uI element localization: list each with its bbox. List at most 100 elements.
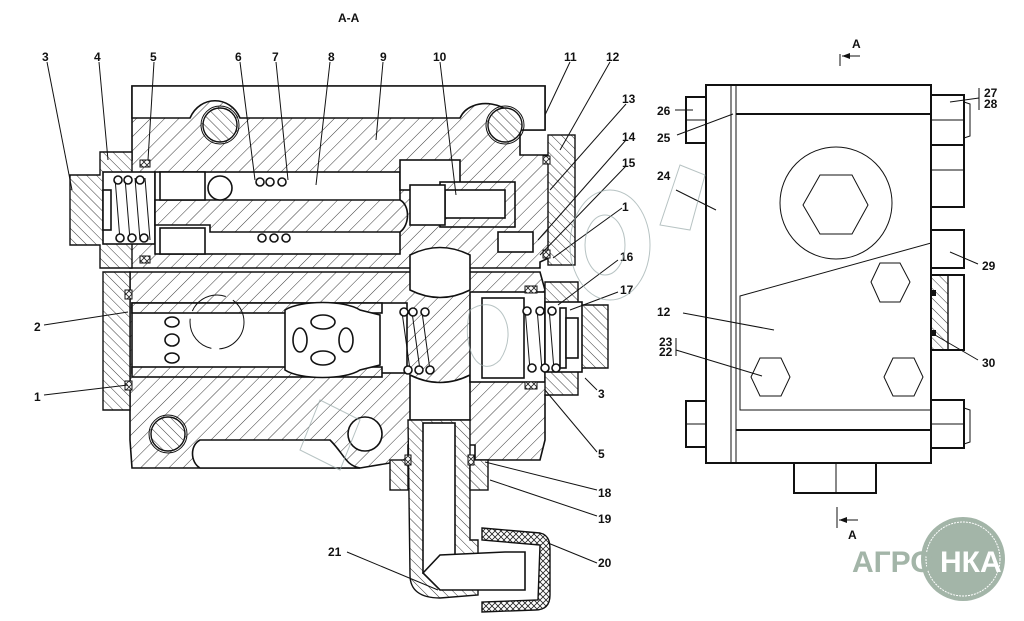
body-bottom-recess — [191, 439, 361, 469]
section-marker-bottom: А — [836, 507, 858, 542]
callout-2: 2 — [34, 320, 41, 334]
spool — [284, 301, 381, 379]
leader-lines — [43, 61, 980, 591]
callout-9: 9 — [380, 50, 387, 64]
callout-29: 29 — [982, 259, 996, 273]
plunger-rod — [154, 199, 409, 233]
cross-passage-lower — [409, 373, 471, 421]
callout-12: 12 — [606, 50, 620, 64]
seal-ring — [524, 285, 538, 294]
callout-13: 13 — [622, 92, 636, 106]
svg-text:А: А — [852, 37, 861, 51]
callout-20: 20 — [598, 556, 612, 570]
ball-upper — [207, 175, 233, 201]
seal-ring — [467, 454, 475, 466]
seal-ring — [404, 454, 412, 466]
callout-11: 11 — [564, 50, 577, 64]
seal-ring — [124, 289, 133, 300]
callout-5-right: 5 — [598, 447, 605, 461]
callout-17: 17 — [620, 283, 634, 297]
callout-14: 14 — [622, 130, 636, 144]
callout-4: 4 — [94, 50, 101, 64]
spring-lower-middle — [399, 307, 435, 375]
section-view — [69, 85, 609, 613]
plug-hex — [802, 174, 869, 235]
callout-24: 24 — [657, 169, 671, 183]
elbow-bore-horizontal — [421, 551, 526, 591]
logo-text-right: НКА — [940, 546, 1002, 579]
callout-7: 7 — [272, 50, 279, 64]
callout-5: 5 — [150, 50, 157, 64]
side-block-29 — [930, 229, 965, 269]
sleeve-ports — [164, 294, 245, 364]
plug-circle — [779, 146, 893, 260]
spool-ports — [292, 314, 354, 366]
check-valve-bore — [444, 189, 506, 219]
bolt-hole-ring — [200, 105, 240, 145]
callout-12-side: 12 — [657, 305, 671, 319]
callout-18: 18 — [598, 486, 612, 500]
callout-19: 19 — [598, 512, 612, 526]
bushing-top — [159, 171, 206, 201]
nut-right — [469, 459, 489, 491]
side-block-right — [930, 144, 965, 208]
bolt-hole-ring — [148, 414, 188, 454]
callout-3: 3 — [42, 50, 49, 64]
spring-upper-left — [102, 175, 151, 243]
seal-ring — [542, 249, 551, 259]
side-base — [793, 462, 877, 494]
end-cap-lower — [102, 271, 131, 411]
callout-26: 26 — [657, 104, 671, 118]
elbow-bore-vertical — [422, 422, 456, 574]
side-view: А А — [685, 37, 971, 542]
section-title: А-А — [338, 11, 360, 25]
bolt-hole-top-right — [487, 107, 523, 143]
cover-plate — [547, 134, 576, 266]
callout-16: 16 — [620, 250, 634, 264]
bolt-hole-bottom-left — [150, 416, 186, 452]
callout-28: 28 — [984, 97, 998, 111]
callout-8: 8 — [328, 50, 335, 64]
svg-text:А: А — [848, 528, 857, 542]
logo-circle — [921, 517, 1005, 601]
callout-10: 10 — [433, 50, 447, 64]
logo-text-left: АГРО — [852, 546, 934, 579]
callout-21: 21 — [328, 545, 342, 559]
side-insert-30 — [930, 274, 949, 351]
sleeve-top — [131, 302, 383, 314]
bolt-hole-top-left — [202, 107, 238, 143]
seal-ring — [139, 255, 151, 264]
agronka-logo: АГРО НКА — [852, 517, 1005, 601]
spring-right — [522, 306, 579, 373]
seal-ring — [542, 155, 551, 165]
seal-ring — [524, 381, 538, 390]
seal-ring — [931, 330, 936, 336]
callout-23: 23 — [659, 335, 673, 349]
callout-25: 25 — [657, 131, 671, 145]
callout-27: 27 — [984, 86, 998, 100]
callout-15: 15 — [622, 156, 636, 170]
spring-small-upper — [255, 177, 291, 243]
callout-1: 1 — [622, 200, 629, 214]
bushing-bottom — [159, 227, 206, 255]
bolt-hole-ring — [485, 105, 525, 145]
sleeve-bottom — [131, 366, 383, 378]
callout-3-right: 3 — [598, 387, 605, 401]
hex-bolt — [750, 357, 791, 397]
seal-ring — [139, 159, 151, 168]
callout-labels: 3 4 5 6 7 8 9 10 11 12 13 14 15 1 16 17 … — [34, 50, 998, 570]
check-valve-ball-seat — [409, 184, 446, 226]
nut-left — [389, 459, 409, 491]
check-valve-pocket-bottom — [497, 231, 534, 253]
callout-1-left: 1 — [34, 390, 41, 404]
hex-bolt — [883, 357, 924, 397]
bolt-hole-bottom-right — [347, 416, 383, 452]
section-marker-top: А — [839, 37, 861, 66]
cross-passage — [409, 246, 471, 299]
piston — [481, 297, 525, 379]
hex-bolt — [870, 262, 911, 303]
watermark-outline — [299, 164, 706, 471]
seal-ring — [931, 290, 936, 296]
callout-6: 6 — [235, 50, 242, 64]
